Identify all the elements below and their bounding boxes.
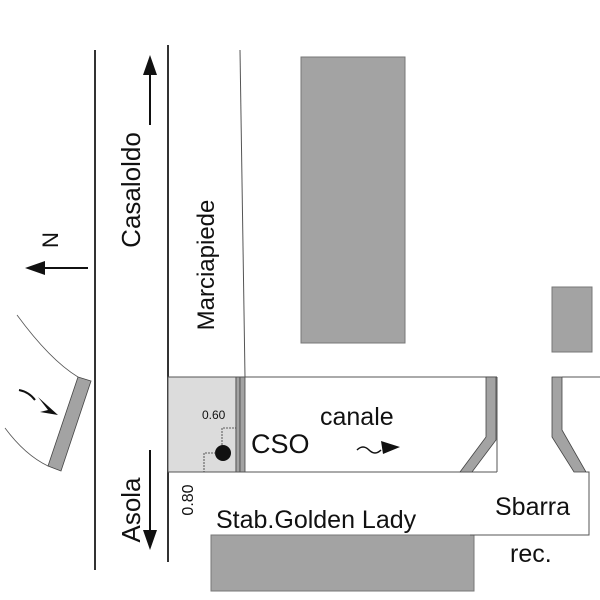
dim-line-060: [221, 427, 236, 445]
discharge-arrow-icon: [18, 389, 58, 415]
building-north: [300, 56, 406, 344]
cso-wall: [235, 376, 241, 473]
arrow-south-road: [143, 450, 157, 550]
sidewalk-edge: [239, 49, 246, 378]
channel-wall-east: [551, 376, 587, 473]
cso-wall-inner: [239, 376, 246, 473]
discharge-outlet: [47, 376, 92, 472]
channel-wall-west: [459, 376, 497, 473]
road-north-label: Casaloldo: [116, 132, 146, 248]
north-label: N: [38, 232, 63, 248]
channel-label: canale: [320, 403, 394, 431]
plant-label: Stab.Golden Lady: [216, 506, 417, 534]
road-south-label: Asola: [116, 477, 146, 543]
sidewalk-label: Marciapiede: [193, 200, 220, 331]
arrow-north-road: [143, 55, 157, 125]
flow-arrow-icon: [356, 441, 400, 454]
plant-access-outline: [470, 471, 590, 536]
dim-060-label: 0.60: [202, 408, 226, 422]
dim-080-label: 0.80: [180, 484, 197, 515]
cso-outfall-point: [215, 445, 231, 461]
cso-label: CSO: [251, 429, 310, 459]
barrier-label: Sbarra: [495, 493, 570, 521]
river-bank-lower: [4, 427, 49, 467]
building-golden-lady: [210, 534, 475, 592]
building-small: [551, 286, 593, 353]
barrier-label-2: rec.: [510, 540, 552, 568]
dim-line-080: [203, 452, 216, 472]
north-arrow-icon: [25, 261, 88, 275]
river-bank-upper: [16, 314, 79, 378]
